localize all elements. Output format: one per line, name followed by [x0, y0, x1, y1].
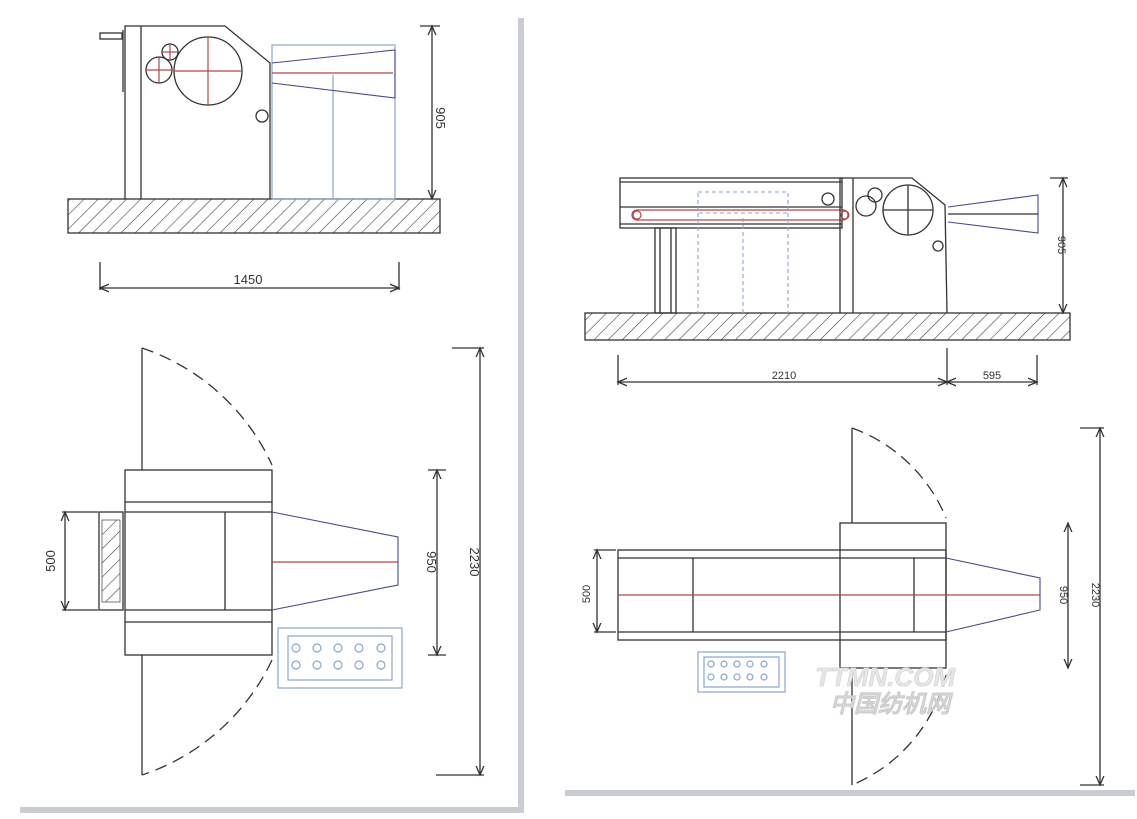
watermark-line2: 中国纺机网 [830, 691, 954, 718]
total-width-dim-label: 2230 [467, 548, 482, 577]
feeder-width-dim-label: 500 [43, 550, 58, 572]
right-side-view: 905 2210 595 [584, 178, 1071, 385]
height-dim-label: 905 [1055, 236, 1067, 254]
watermark: TTMN.COM 中国纺机网 [815, 662, 957, 719]
body-width-dim-label: 950 [424, 551, 439, 573]
length-dim-label: 2210 [772, 370, 796, 382]
total-width-dim-label: 2230 [1089, 583, 1101, 607]
left-side-view: 905 1450 [67, 26, 448, 290]
left-sheet [10, 15, 524, 813]
watermark-line1: TTMN.COM [815, 662, 956, 692]
outlet-dim-label: 595 [983, 370, 1001, 382]
length-dim-label: 1450 [234, 272, 263, 287]
left-plan-view: 500 950 2230 [43, 348, 484, 775]
right-plan-view: 500 950 2230 [581, 428, 1104, 785]
feeder-width-dim-label: 500 [581, 585, 593, 603]
body-width-dim-label: 950 [1057, 586, 1069, 604]
height-dim-label: 905 [433, 107, 448, 129]
